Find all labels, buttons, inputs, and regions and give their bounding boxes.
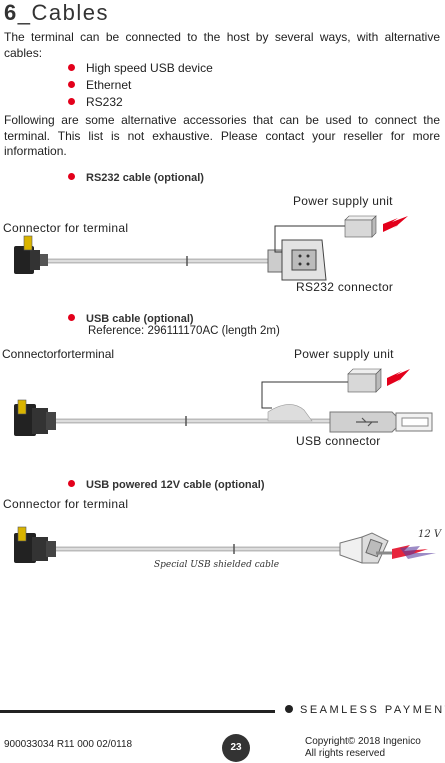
footer-divider (0, 710, 275, 713)
rs232-end-label: RS232 connector (296, 280, 394, 294)
usb12v-cable-illustration (14, 526, 436, 564)
list-item: Ethernet (68, 78, 131, 92)
usb-connector-icon (329, 411, 433, 433)
usb-power-label: Power supply unit (294, 347, 394, 361)
power-supply-icon (347, 368, 382, 393)
power-bolt-icon (387, 369, 410, 386)
bullet-icon (68, 64, 75, 71)
rs232-cable-illustration (14, 215, 408, 281)
terminal-connector-icon (14, 399, 56, 436)
section-title: _Cables (17, 0, 109, 25)
copyright-block: Copyright© 2018 Ingenico All rights rese… (305, 736, 421, 760)
section-number: 6 (4, 0, 18, 25)
bullet-icon (68, 98, 75, 105)
copyright-text: Copyright© 2018 Ingenico (305, 736, 421, 747)
page-title: 6_Cables (4, 0, 109, 26)
brand-tagline: SEAMLESS PAYMENT (285, 704, 445, 716)
voltage-label: 12 V (418, 529, 442, 540)
document-reference: 900033034 R11 000 02/0118 (4, 739, 133, 750)
usb-section-title: USB cable (optional) (68, 313, 194, 325)
brand-dot-icon (285, 705, 293, 713)
bullet-icon (68, 480, 75, 487)
bullet-icon (68, 314, 75, 321)
usb-connector-label: Connectorforterminal (2, 347, 115, 361)
usb12v-section-title: USB powered 12V cable (optional) (68, 479, 264, 491)
page-number-badge: 23 (222, 734, 250, 762)
terminal-connector-icon (14, 526, 56, 563)
powered-usb-connector-icon (339, 532, 389, 564)
list-item: High speed USB device (68, 61, 213, 75)
list-item: RS232 (68, 95, 123, 109)
intro-paragraph: The terminal can be connected to the hos… (4, 30, 440, 60)
power-supply-icon (344, 215, 377, 238)
rs232-power-label: Power supply unit (293, 194, 393, 208)
usb-reference: Reference: 296111170AC (length 2m) (88, 325, 280, 337)
cable-caption: Special USB shielded cable (154, 560, 280, 570)
power-bolt-icon (392, 545, 436, 559)
power-bolt-icon (383, 216, 408, 232)
following-paragraph: Following are some alternative accessori… (4, 113, 440, 158)
usb12v-connector-label: Connector for terminal (3, 497, 129, 511)
usb-cable-illustration (14, 368, 433, 436)
usb-end-label: USB connector (296, 434, 381, 448)
bullet-icon (68, 81, 75, 88)
rs232-section-title: RS232 cable (optional) (68, 172, 204, 184)
rights-text: All rights reserved (305, 748, 386, 759)
rs232-connector-icon (267, 239, 327, 281)
rs232-connector-label: Connector for terminal (3, 221, 129, 235)
bullet-icon (68, 173, 75, 180)
terminal-connector-icon (14, 235, 48, 274)
